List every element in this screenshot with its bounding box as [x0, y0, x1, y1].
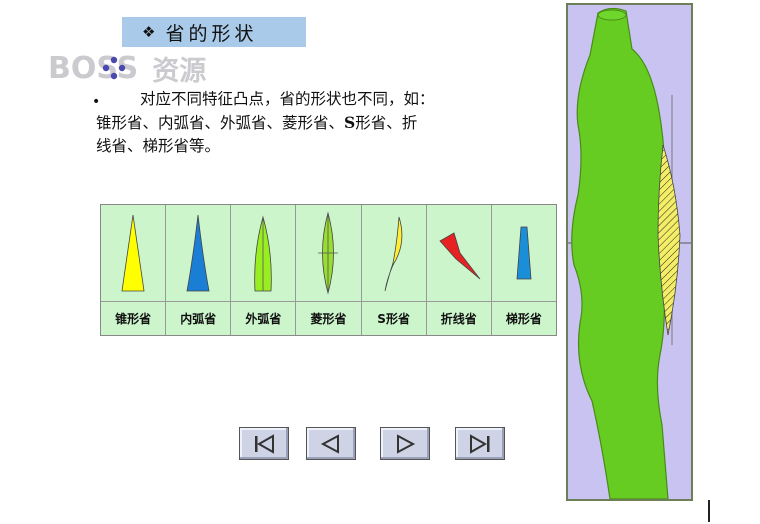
dart-label: 外弧省: [245, 312, 282, 326]
polyline-dart-shape: [439, 232, 481, 280]
skip-first-icon: [255, 433, 274, 454]
diamond-bullet-icon: ❖: [142, 23, 156, 41]
dart-cell-inner-arc: 内弧省: [166, 205, 232, 335]
watermark-cjk: 资源: [152, 55, 207, 87]
bullet-marker: •: [92, 94, 101, 110]
dart-cell-polyline: 折线省: [426, 205, 492, 335]
diamond-dart-shape: [318, 211, 339, 295]
outer-arc-dart-shape: [254, 215, 273, 292]
dart-cell-cone: 锥形省: [101, 205, 167, 335]
watermark-dots-icon: [102, 56, 126, 80]
s-shape-dart-shape: [384, 216, 402, 292]
dart-label: 内弧省: [180, 312, 217, 326]
body-line-3: 线省、梯形省等。: [96, 137, 221, 155]
inner-arc-dart-shape: [186, 214, 210, 292]
skip-last-icon: [470, 433, 490, 454]
dart-cell-s-shape: S形省: [361, 205, 427, 335]
dart-cell-trapezoid: 梯形省: [491, 205, 556, 335]
body-figure-panel: [566, 3, 693, 501]
body-line-2a: 锥形省、内弧省、外弧省、菱形省、: [96, 114, 345, 132]
previous-slide-button[interactable]: [306, 427, 356, 460]
dart-label: S形省: [377, 312, 410, 326]
triangle-left-icon: [320, 433, 339, 454]
body-line-2s: S: [344, 113, 356, 132]
body-line-2b: 形省、折: [355, 114, 418, 132]
body-paragraph: 对应不同特征凸点，省的形状也不同，如： 锥形省、内弧省、外弧省、菱形省、S形省、…: [96, 88, 538, 158]
first-slide-button[interactable]: [239, 427, 289, 460]
dart-label: 梯形省: [505, 312, 542, 326]
dart-label: 菱形省: [310, 312, 347, 326]
page-edge-mark: [708, 500, 710, 522]
slide-title: 省的形状: [165, 22, 258, 45]
last-slide-button[interactable]: [455, 427, 505, 460]
trapezoid-dart-shape: [516, 226, 532, 280]
dart-cell-diamond: 菱形省: [296, 205, 362, 335]
dart-cell-outer-arc: 外弧省: [231, 205, 297, 335]
body-line-1: 对应不同特征凸点，省的形状也不同，如：: [140, 90, 435, 108]
next-slide-button[interactable]: [380, 427, 430, 460]
triangle-right-icon: [397, 433, 416, 454]
watermark: BOSS 资源: [48, 48, 206, 88]
dart-label: 折线省: [440, 312, 477, 326]
dress-form-figure: [568, 7, 691, 500]
slide-title-bar: ❖ 省的形状: [122, 17, 306, 47]
dart-shape-table: 锥形省 内弧省 外弧省 菱形省: [100, 204, 557, 336]
dart-label: 锥形省: [115, 312, 152, 326]
cone-dart-shape: [121, 214, 145, 292]
